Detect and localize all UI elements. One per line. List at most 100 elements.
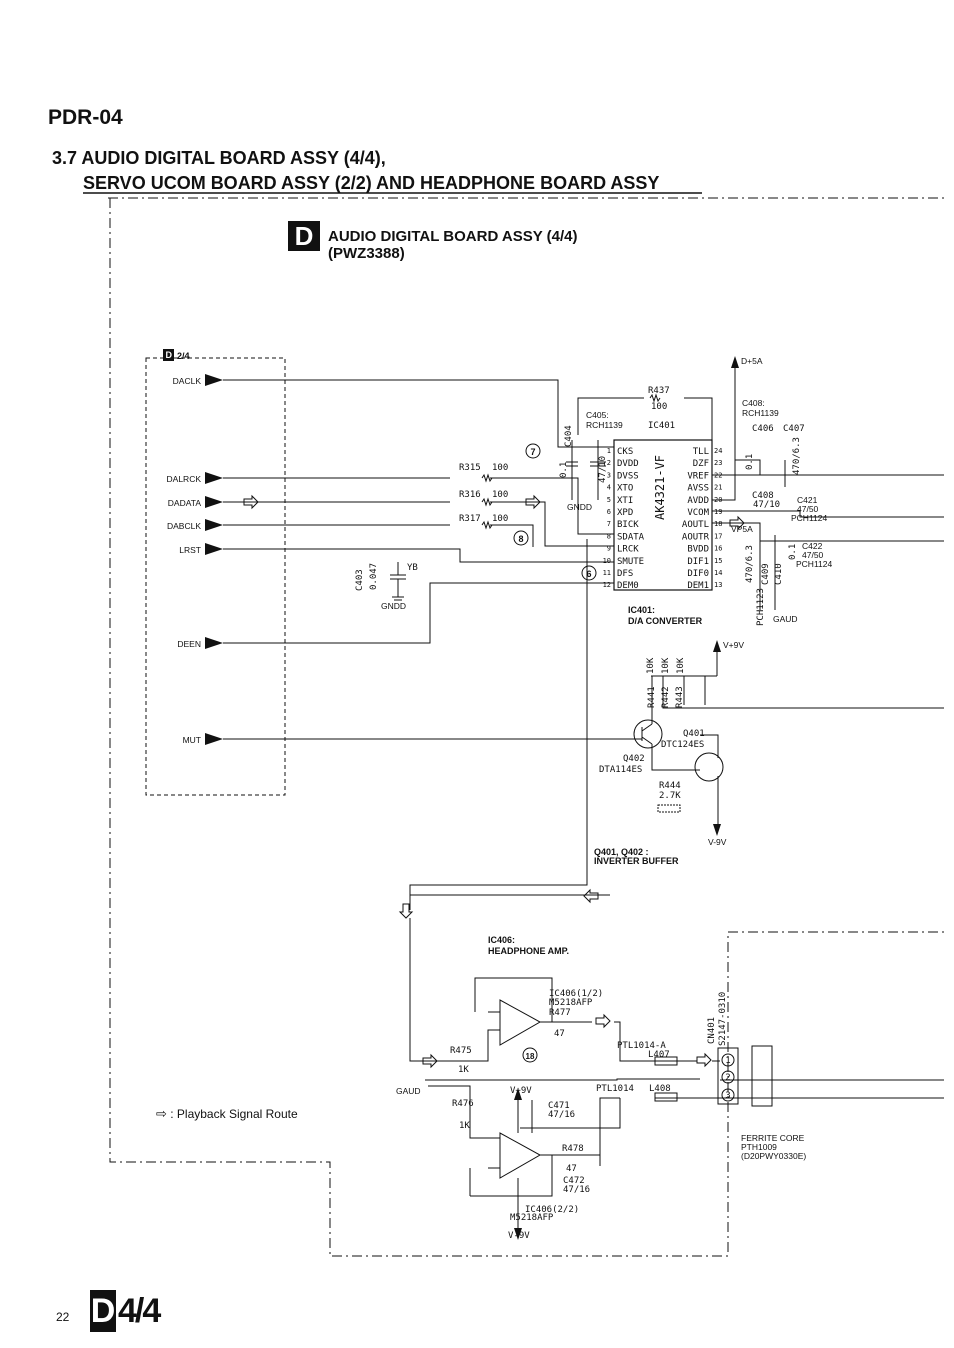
c409-label: C409 xyxy=(761,563,771,585)
svg-text:18: 18 xyxy=(526,1052,535,1061)
r315-value: 100 xyxy=(492,463,508,473)
l407-label: L407 xyxy=(648,1050,670,1060)
board-name: AUDIO DIGITAL BOARD ASSY (4/4) (PWZ3388) xyxy=(328,228,577,262)
ic401-left-pins: CKS1DVDD2DVSS3XTO4XTI5XPD6BICK7SDATA8LRC… xyxy=(603,447,645,591)
wire-opamp-supply xyxy=(517,1100,533,1230)
ic401-pin-number: 3 xyxy=(607,471,611,479)
r44x-value: 10K xyxy=(646,657,656,674)
dp5a-arrow-icon xyxy=(731,356,739,368)
ic401-pin-name: AVSS xyxy=(687,484,709,494)
svg-text:7: 7 xyxy=(530,447,535,457)
ic401-pin-name: DVDD xyxy=(617,459,639,469)
ic401-pin-name: VCOM xyxy=(687,508,709,518)
transistor-wiring xyxy=(630,676,719,827)
ferrite-label3: (D20PWY0330E) xyxy=(741,1151,806,1161)
c408-part: RCH1139 xyxy=(742,408,779,418)
ic401-part-number: AK4321-VF xyxy=(653,455,667,520)
l408-label: L408 xyxy=(649,1084,671,1094)
gaud-label: GAUD xyxy=(773,614,798,624)
r316-value: 100 xyxy=(492,490,508,500)
c471-label: C471 xyxy=(548,1101,570,1111)
vm9v-label: V-9V xyxy=(708,837,727,847)
ic401-pin-name: TLL xyxy=(693,447,709,457)
cn401-pin: 1 xyxy=(721,1053,735,1067)
gndd-label: GNDD xyxy=(381,601,406,611)
wire-analog-out xyxy=(712,460,944,610)
wire-right-channel xyxy=(425,1078,944,1197)
page-badge-letter: D xyxy=(90,1290,116,1332)
ic401-pin-number: 23 xyxy=(714,459,722,467)
ic401-pin-name: DEM0 xyxy=(617,581,639,591)
ic401-pin-number: 8 xyxy=(607,532,611,540)
resistor-symbols xyxy=(481,393,661,530)
r317-value: 100 xyxy=(492,514,508,524)
gaud2-label: GAUD xyxy=(396,1086,421,1096)
ic401-pin-name: LRCK xyxy=(617,545,639,555)
ic401-pin-number: 18 xyxy=(714,520,722,528)
q402-part: DTA114ES xyxy=(599,765,642,775)
ic401-pin-name: XTI xyxy=(617,496,633,506)
ic401-pin-number: 1 xyxy=(607,447,611,455)
cn401-label: CN401 xyxy=(707,1017,717,1044)
model-name: PDR-04 xyxy=(48,106,123,129)
c422-part: PCH1124 xyxy=(796,559,832,569)
opamp-ic406a xyxy=(499,999,542,1046)
q401-label: Q401 xyxy=(683,729,705,739)
c405-value: 47/10 xyxy=(598,456,608,483)
lrst-arrow-icon xyxy=(205,543,223,555)
wire-audio-to-hp xyxy=(409,539,610,910)
r444-symbol xyxy=(657,804,681,813)
ic401-pin-number: 19 xyxy=(714,508,722,516)
ic401-pin-name: BICK xyxy=(617,520,639,530)
board-badge: D xyxy=(288,221,320,251)
signal-label: DADATA xyxy=(168,498,202,508)
svg-text:8: 8 xyxy=(518,534,523,544)
svg-text:6: 6 xyxy=(586,569,591,579)
svg-text:3: 3 xyxy=(725,1091,730,1101)
wire-lrst xyxy=(223,548,614,563)
ic401-pin-number: 24 xyxy=(714,447,722,455)
ic401-pin-name: CKS xyxy=(617,447,633,457)
connector-ref-frac: 2/4 xyxy=(177,351,190,361)
c403-type: YB xyxy=(407,563,418,573)
section-title-line2: SERVO UCOM BOARD ASSY (2/2) AND HEADPHON… xyxy=(83,173,660,193)
cn401-pin: 2 xyxy=(721,1070,735,1084)
wire-dacl xyxy=(223,379,614,448)
marker-8: 8 xyxy=(513,530,529,546)
marker-18: 18 xyxy=(522,1047,538,1063)
board-part-number: (PWZ3388) xyxy=(328,245,405,262)
ic401-pin-name: AOUTR xyxy=(682,532,710,542)
playback-arrow-icon xyxy=(243,494,745,1069)
cn401-part: S2147-0310 xyxy=(718,992,728,1046)
r444-value: 2.7K xyxy=(659,791,681,801)
c407-label: C407 xyxy=(783,424,805,434)
r477-value: 47 xyxy=(554,1029,565,1039)
c408b-value: 47/10 xyxy=(753,500,780,510)
ic401-pin-name: SMUTE xyxy=(617,557,644,567)
ic401-pin-name: DVSS xyxy=(617,471,639,481)
connector-ref-badge xyxy=(163,349,174,361)
ic401-pin-name: AOUTL xyxy=(682,520,709,530)
dacl-arrow-icon xyxy=(205,374,223,386)
r478-value: 47 xyxy=(566,1164,577,1174)
r437-value: 100 xyxy=(651,402,667,412)
q401-transistor xyxy=(694,752,724,782)
ic401-pin-number: 10 xyxy=(603,557,611,565)
page-badge-fraction: 4/4 xyxy=(118,1292,161,1330)
connector-ref-letter: D xyxy=(166,350,173,360)
ptl-label: PTL1014 xyxy=(596,1084,634,1094)
ic401-pin-number: 14 xyxy=(714,569,722,577)
c408-label: C408: xyxy=(742,398,765,408)
ic401-pin-number: 21 xyxy=(714,484,722,492)
c403-value: 0.047 xyxy=(369,563,379,590)
c405-label: C405: xyxy=(586,410,609,420)
c421-value: 47/50 xyxy=(797,504,819,514)
ptl-a-label: PTL1014-A xyxy=(617,1041,666,1051)
wire-dalrck xyxy=(223,477,614,535)
ic406-caption1: IC406: xyxy=(488,935,515,945)
deen-arrow-icon xyxy=(205,637,223,649)
cn401-pin: 3 xyxy=(721,1088,735,1102)
legend: ⇨ : Playback Signal Route xyxy=(156,1106,298,1122)
ic401-pin-number: 11 xyxy=(603,569,611,577)
